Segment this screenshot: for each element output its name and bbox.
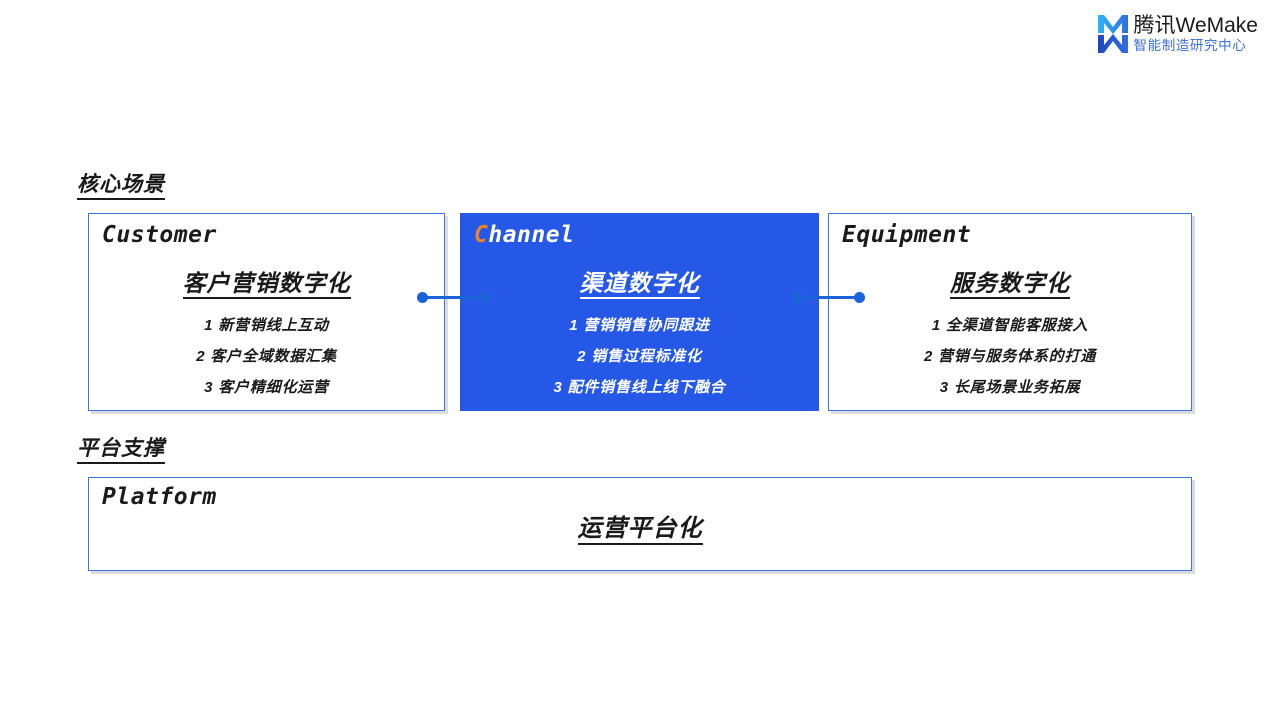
card-title-equipment: 服务数字化 xyxy=(829,264,1191,299)
list-item: 2 客户全域数据汇集 xyxy=(196,348,337,365)
connector-dot-left xyxy=(417,292,428,303)
card-eng-rest: quipment xyxy=(856,222,972,248)
list-item: 3 配件销售线上线下融合 xyxy=(553,379,726,396)
card-eng-label-platform: Platform xyxy=(102,484,217,510)
card-title-text: 服务数字化 xyxy=(950,270,1070,299)
card-eng-label-channel: Channel xyxy=(474,222,574,248)
card-eng-accent-letter: E xyxy=(842,222,857,248)
list-item: 3 客户精细化运营 xyxy=(204,379,329,396)
card-title-customer: 客户营销数字化 xyxy=(89,264,444,299)
list-item: 2 销售过程标准化 xyxy=(577,348,702,365)
connector-dot-right xyxy=(854,292,865,303)
card-title-text: 渠道数字化 xyxy=(579,270,700,299)
connector-customer-to-channel xyxy=(417,291,491,305)
section-label-core-scenarios: 核心场景 xyxy=(77,172,165,201)
scenario-card-equipment[interactable]: Equipment 服务数字化 1 全渠道智能客服接入 2 营销与服务体系的打通… xyxy=(828,213,1192,411)
card-eng-rest: ustomer xyxy=(116,222,217,248)
card-eng-accent-letter: C xyxy=(474,222,489,248)
connector-dot-right xyxy=(480,292,491,303)
card-eng-label-customer: Customer xyxy=(102,222,217,248)
brand-logo: 腾讯WeMake 智能制造研究中心 xyxy=(1097,13,1258,54)
platform-title: 运营平台化 xyxy=(89,508,1191,545)
connector-channel-to-equipment xyxy=(792,291,865,305)
brand-title: 腾讯WeMake xyxy=(1133,13,1258,37)
connector-line xyxy=(421,296,487,299)
scenario-card-customer[interactable]: Customer 客户营销数字化 1 新营销线上互动 2 客户全域数据汇集 3 … xyxy=(88,213,445,411)
section-label-platform-support: 平台支撑 xyxy=(77,436,165,465)
list-item: 1 营销销售协同跟进 xyxy=(569,317,710,334)
scenario-cards-row: Customer 客户营销数字化 1 新营销线上互动 2 客户全域数据汇集 3 … xyxy=(88,213,1192,411)
card-eng-label-equipment: Equipment xyxy=(842,222,971,248)
card-eng-accent-letter: C xyxy=(102,222,117,248)
card-item-list-channel: 1 营销销售协同跟进 2 销售过程标准化 3 配件销售线上线下融合 xyxy=(461,310,818,403)
card-title-channel: 渠道数字化 xyxy=(461,264,818,299)
list-item: 1 全渠道智能客服接入 xyxy=(931,317,1089,334)
card-eng-rest: hannel xyxy=(488,222,575,248)
list-item: 3 长尾场景业务拓展 xyxy=(939,379,1081,396)
connector-dot-left xyxy=(792,292,803,303)
wemake-mw-logo-icon xyxy=(1097,15,1128,53)
platform-card[interactable]: Platform 运营平台化 xyxy=(88,477,1192,571)
brand-subtitle: 智能制造研究中心 xyxy=(1133,37,1247,53)
list-item: 1 新营销线上互动 xyxy=(204,317,329,334)
platform-title-text: 运营平台化 xyxy=(577,515,703,545)
card-item-list-equipment: 1 全渠道智能客服接入 2 营销与服务体系的打通 3 长尾场景业务拓展 xyxy=(829,310,1191,403)
card-title-text: 客户营销数字化 xyxy=(182,270,351,299)
card-item-list-customer: 1 新营销线上互动 2 客户全域数据汇集 3 客户精细化运营 xyxy=(89,310,444,403)
brand-text: 腾讯WeMake 智能制造研究中心 xyxy=(1133,13,1258,53)
scenario-card-channel[interactable]: Channel 渠道数字化 1 营销销售协同跟进 2 销售过程标准化 3 配件销… xyxy=(460,213,819,411)
list-item: 2 营销与服务体系的打通 xyxy=(923,348,1097,365)
connector-line xyxy=(796,296,861,299)
